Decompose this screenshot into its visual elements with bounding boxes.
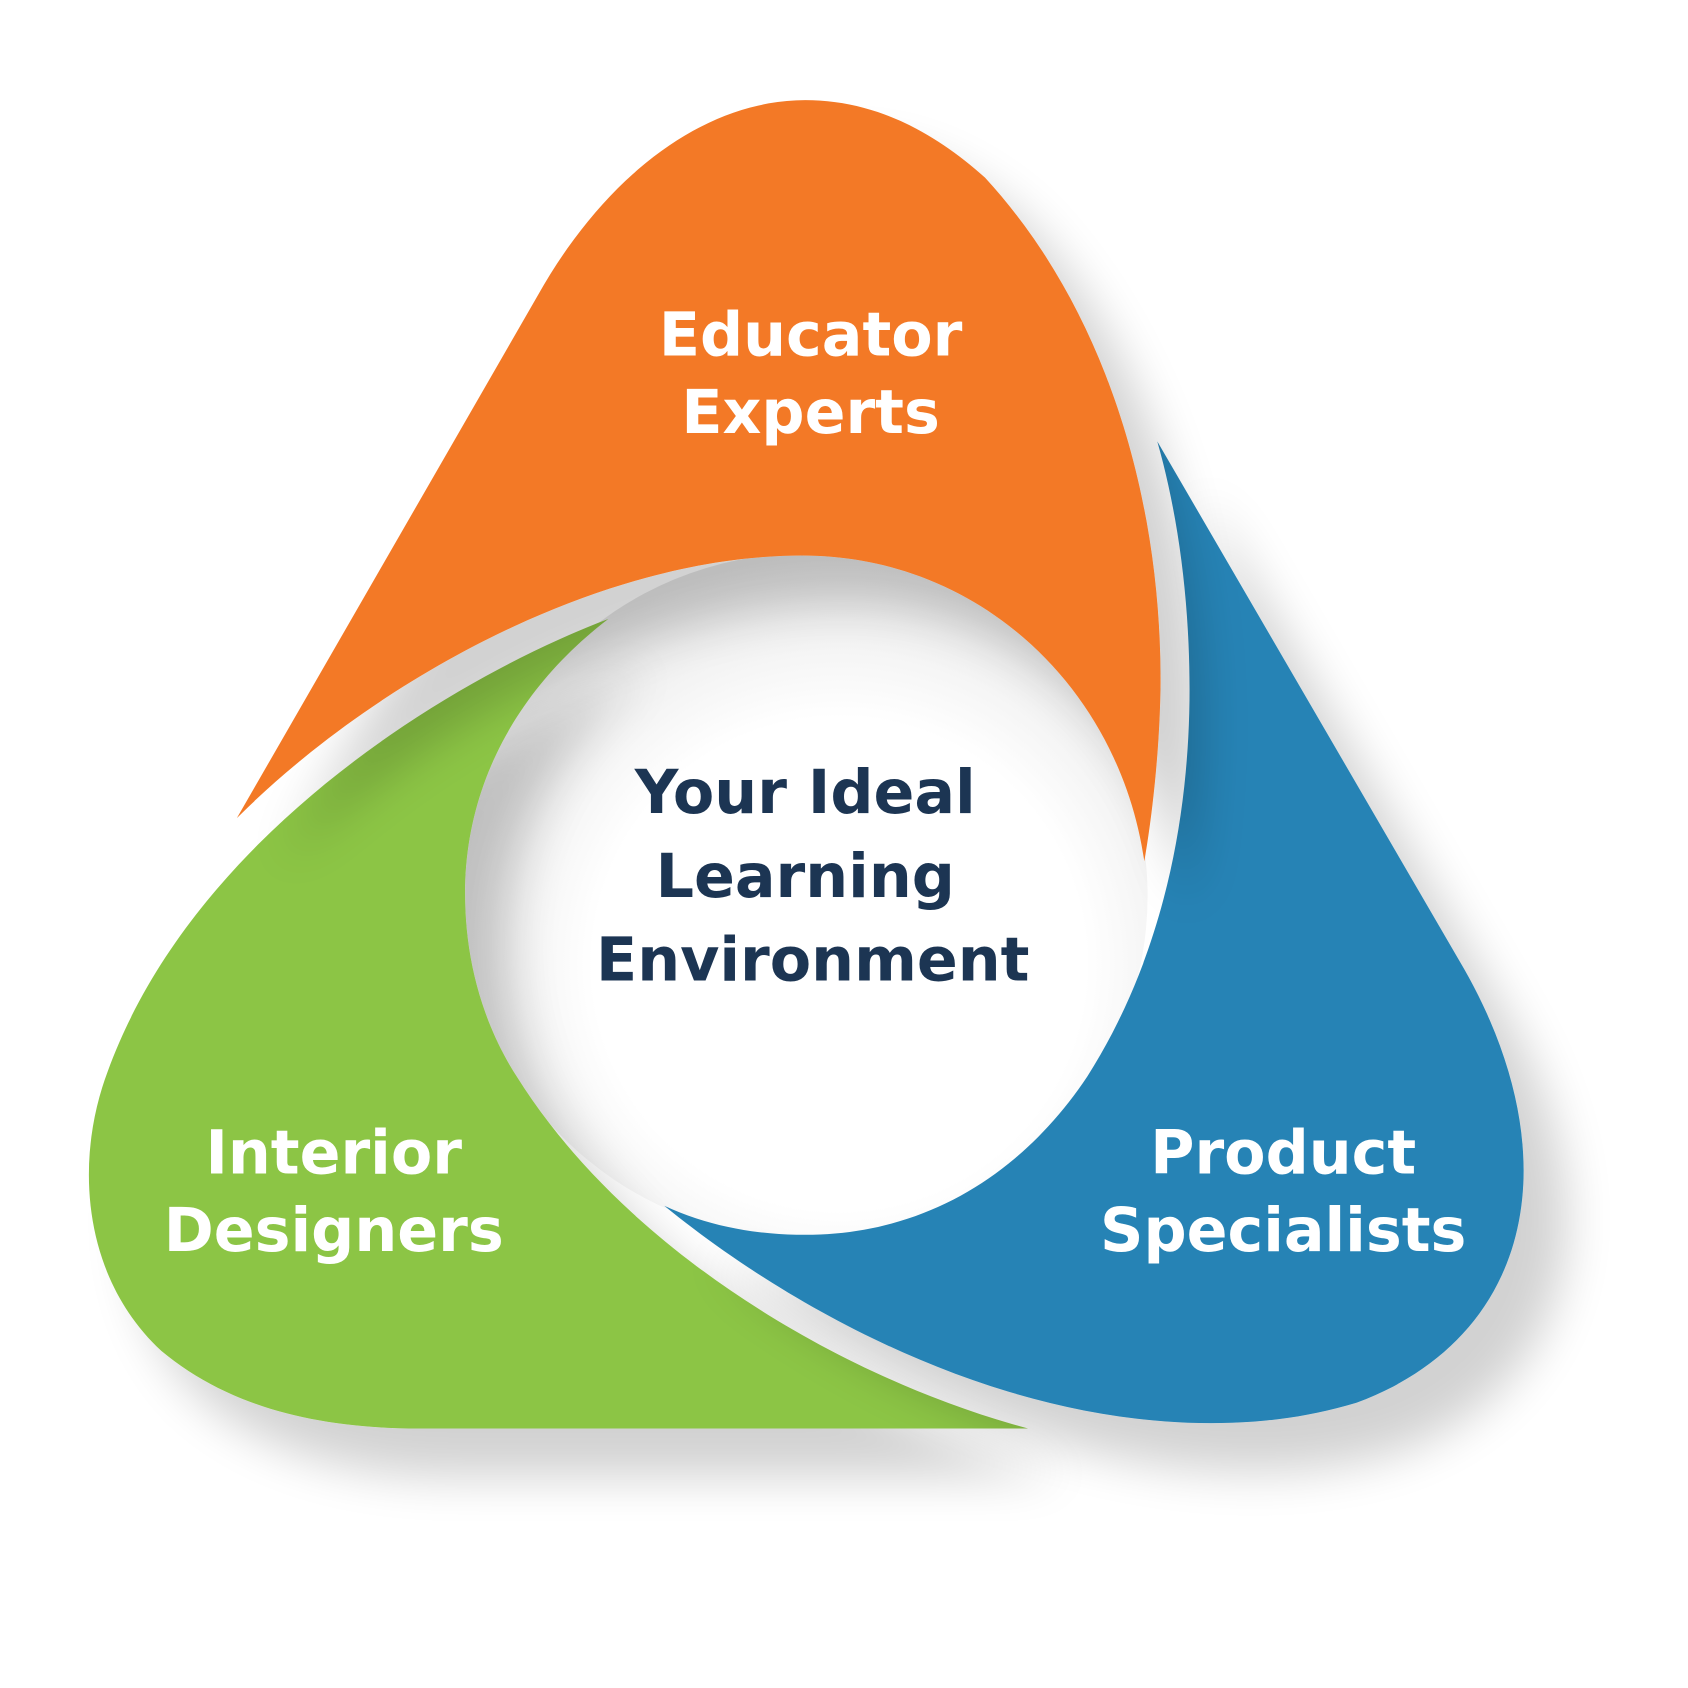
center-label-line1: Your Ideal [634,758,976,828]
product-label-line1: Product [1150,1118,1416,1188]
educator-label-line1: Educator [659,300,963,370]
center-label-line3: Environment [596,926,1029,996]
center-label-line2: Learning [656,842,955,912]
educator-label-line2: Experts [681,378,939,448]
interior-label-line2: Designers [164,1196,504,1266]
segment-interior-designers [88,619,1029,1429]
center-circle [462,553,1148,1239]
segment-product-specialists [664,441,1524,1424]
segment-educator-experts [236,100,1161,862]
interior-label-line1: Interior [205,1118,462,1188]
product-label-line2: Specialists [1100,1196,1466,1266]
